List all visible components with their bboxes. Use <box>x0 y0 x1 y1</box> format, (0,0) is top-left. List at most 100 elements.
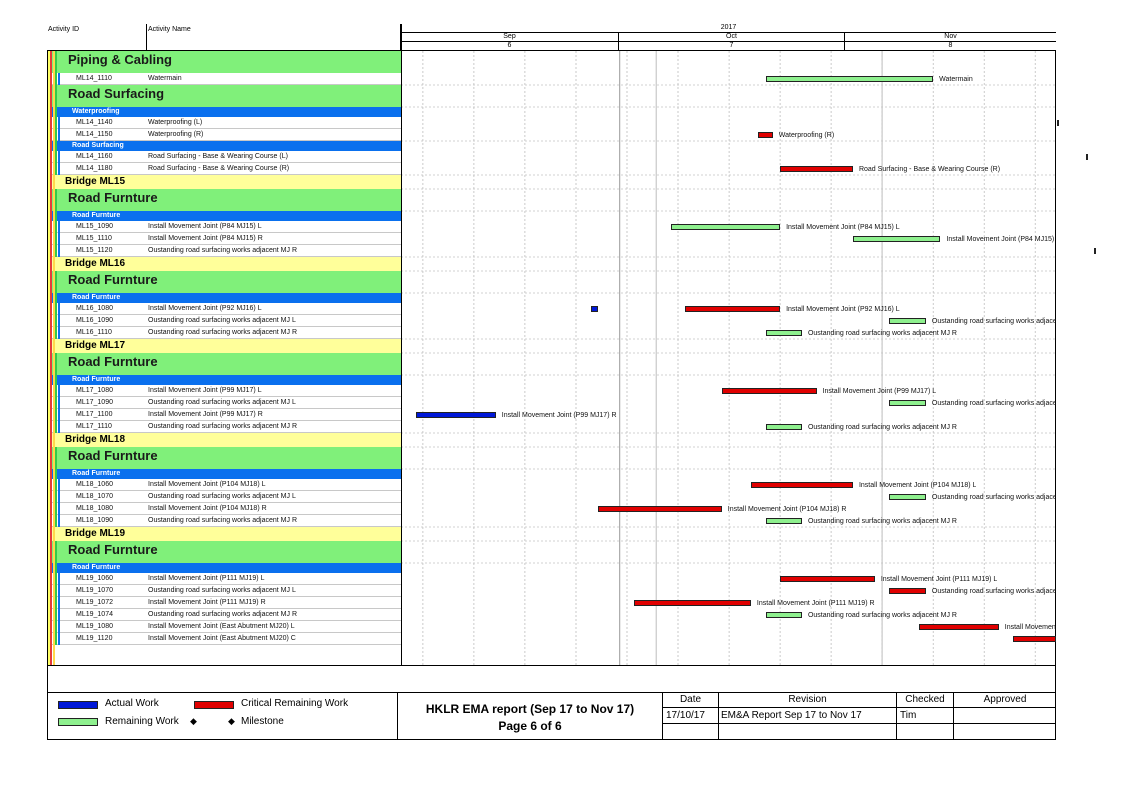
milestone-diamond-icon: ◆ <box>228 716 235 726</box>
wbs-subgroup-row[interactable]: Road Furnture <box>48 293 401 303</box>
wbs-group-row[interactable]: Road Surfacing <box>48 85 401 107</box>
wbs-subgroup-row[interactable]: Road Furnture <box>48 563 401 573</box>
bridge-group-row[interactable]: Bridge ML17 <box>48 339 401 353</box>
wbs-level-stripe <box>58 421 60 433</box>
gantt-bar-critical[interactable] <box>685 306 781 312</box>
gantt-bar-critical[interactable] <box>634 600 751 606</box>
revision-col-line-1 <box>718 692 719 740</box>
wbs-level-stripe <box>58 293 60 303</box>
wbs-group-row[interactable]: Road Furnture <box>48 271 401 293</box>
wbs-level-stripe <box>55 327 57 339</box>
activity-name-header[interactable]: Activity Name <box>148 26 191 33</box>
gantt-bar-actual[interactable] <box>415 412 496 418</box>
bridge-group-row[interactable]: Bridge ML15 <box>48 175 401 189</box>
bridge-group-row[interactable]: Bridge ML16 <box>48 257 401 271</box>
wbs-subgroup-row[interactable]: Road Furnture <box>48 469 401 479</box>
gantt-bar-critical[interactable] <box>758 132 773 138</box>
month-num-sep: 6 <box>507 42 512 49</box>
gantt-bar-remaining[interactable] <box>765 424 802 430</box>
wbs-level-stripe <box>58 73 60 85</box>
gantt-bar-critical[interactable] <box>1013 636 1056 642</box>
revision-row-line-1 <box>663 707 1056 708</box>
activity-id-cell: ML19_1080 <box>76 623 113 630</box>
wbs-subgroup-row[interactable]: Waterproofing <box>48 107 401 117</box>
wbs-level-stripe <box>58 117 60 129</box>
activity-id-cell: ML16_1080 <box>76 305 113 312</box>
gantt-bar-critical[interactable] <box>780 166 853 172</box>
wbs-group-row[interactable]: Road Furnture <box>48 353 401 375</box>
gantt-bar-remaining[interactable] <box>889 318 926 324</box>
wbs-level-stripe <box>55 51 57 73</box>
wbs-level-stripe <box>55 621 57 633</box>
wbs-level-stripe <box>55 353 57 375</box>
revision-checked-value: Tim <box>900 710 917 721</box>
bridge-group-row[interactable]: Bridge ML19 <box>48 527 401 541</box>
bridge-group-row[interactable]: Bridge ML18 <box>48 433 401 447</box>
wbs-level-stripe <box>55 211 57 221</box>
wbs-level-stripe <box>58 327 60 339</box>
wbs-group-row[interactable]: Road Furnture <box>48 541 401 563</box>
group-title: Bridge ML19 <box>65 528 126 539</box>
wbs-group-row[interactable]: Piping & Cabling <box>48 51 401 73</box>
wbs-subgroup-row[interactable]: Road Furnture <box>48 375 401 385</box>
gantt-bar-critical[interactable] <box>780 576 875 582</box>
gantt-bar-remaining[interactable] <box>889 400 926 406</box>
gantt-bar-actual[interactable] <box>590 306 598 312</box>
gantt-bar-remaining[interactable] <box>765 330 802 336</box>
gantt-bar-remaining[interactable] <box>765 518 802 524</box>
wbs-group-row[interactable]: Road Furnture <box>48 447 401 469</box>
month-label-sep: Sep <box>503 33 516 40</box>
activity-id-cell: ML19_1060 <box>76 575 113 582</box>
activity-name-cell: Road Surfacing - Base & Wearing Course (… <box>148 153 288 160</box>
gantt-bar-critical[interactable] <box>721 388 817 394</box>
gantt-bar-critical[interactable] <box>889 588 926 594</box>
gantt-bar-label: Install Movement Joint (P104 MJ18) R <box>727 506 847 513</box>
gantt-bar-remaining[interactable] <box>1093 248 1096 254</box>
gantt-bar-remaining[interactable] <box>765 76 934 82</box>
wbs-subgroup-row[interactable]: Road Furnture <box>48 211 401 221</box>
gantt-bar-remaining[interactable] <box>765 612 802 618</box>
legend-remaining-label: Remaining Work <box>105 716 179 727</box>
gantt-bar-critical[interactable] <box>1086 154 1089 160</box>
group-title: Bridge ML16 <box>65 258 126 269</box>
year-divider <box>401 32 1056 33</box>
gantt-bar-critical[interactable] <box>597 506 722 512</box>
wbs-subgroup-row[interactable]: Road Surfacing <box>48 141 401 151</box>
group-title: Road Surfacing <box>68 86 165 101</box>
gantt-bar-remaining[interactable] <box>670 224 781 230</box>
gantt-bar-critical[interactable] <box>1057 120 1060 126</box>
gantt-bar-critical[interactable] <box>918 624 999 630</box>
footer-divider-2 <box>662 692 663 740</box>
gantt-bar-remaining[interactable] <box>889 494 926 500</box>
activity-id-header[interactable]: Activity ID <box>48 26 80 33</box>
wbs-group-row[interactable]: Road Furnture <box>48 189 401 211</box>
title-block: HKLR EMA report (Sep 17 to Nov 17) Page … <box>398 692 662 740</box>
gantt-bar-critical[interactable] <box>750 482 853 488</box>
gantt-bar-remaining[interactable] <box>852 236 941 242</box>
